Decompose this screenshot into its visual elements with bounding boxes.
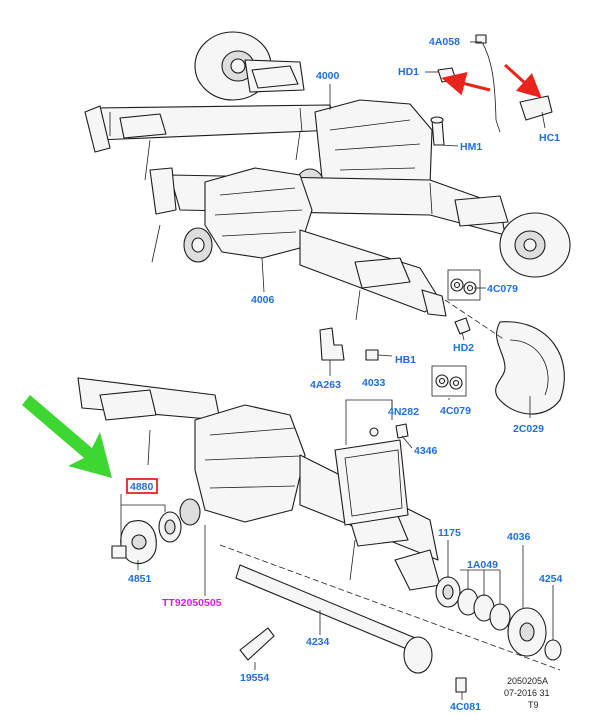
bolt-4n282 [369,427,379,437]
cover-gasket-4033 [334,439,409,526]
label-19554: 19554 [240,672,269,684]
label-4a058: 4A058 [429,36,460,48]
backing-plate-2c029 [495,321,565,415]
seal-set-upper [447,269,481,301]
label-hd1: HD1 [398,66,419,78]
label-2c029: 2C029 [513,423,544,435]
leader-lines [120,41,554,700]
sealant-19554 [239,627,275,661]
label-4254: 4254 [539,573,563,585]
axle-assembly-lower [77,377,441,591]
plug-4346 [395,423,409,439]
part-labels: 4A058 HD1 HC1 HM1 4000 4006 4C079 HD2 HB… [128,36,563,713]
bolt-4c081 [455,677,467,693]
label-4000: 4000 [316,70,340,82]
label-4036: 4036 [507,531,531,543]
footer-date: 07-2016 31 [504,688,550,698]
label-4851: 4851 [128,573,152,585]
label-4c081: 4C081 [450,701,481,713]
label-4c079-lower: 4C079 [440,405,471,417]
highlight-box [126,478,158,494]
vent-hose-group [430,34,553,146]
shaft-flange [403,636,433,674]
seal-4254 [544,639,562,661]
label-4c079-upper: 4C079 [487,283,518,295]
label-4a263: 4A263 [310,379,341,391]
label-hc1: HC1 [539,132,560,144]
label-4033: 4033 [362,377,386,389]
label-4006: 4006 [251,294,275,306]
bearing-1a049-c [489,603,511,631]
seal-set-lower [431,365,467,397]
footer-ref: T9 [528,700,539,710]
nut-4851 [111,545,127,559]
label-hb1: HB1 [395,354,416,366]
label-hd2: HD2 [453,342,474,354]
footer-code: 2050205A [507,676,548,686]
nut-hd2 [454,317,471,335]
bracket-4a263 [319,327,345,361]
label-4234: 4234 [306,636,330,648]
label-4880: 4880 [130,481,154,493]
label-1a049: 1A049 [467,559,498,571]
label-1175: 1175 [438,527,461,539]
bolt-hb1 [365,349,379,361]
label-hm1: HM1 [460,141,482,153]
axle-assembly-upper [84,31,571,321]
label-4n282: 4N282 [388,406,419,418]
red-arrow-icon [503,63,542,99]
green-arrow-icon [22,395,112,478]
label-4346: 4346 [414,445,438,457]
label-tt92050505: TT92050505 [162,597,222,609]
red-arrow-icon [441,71,491,96]
